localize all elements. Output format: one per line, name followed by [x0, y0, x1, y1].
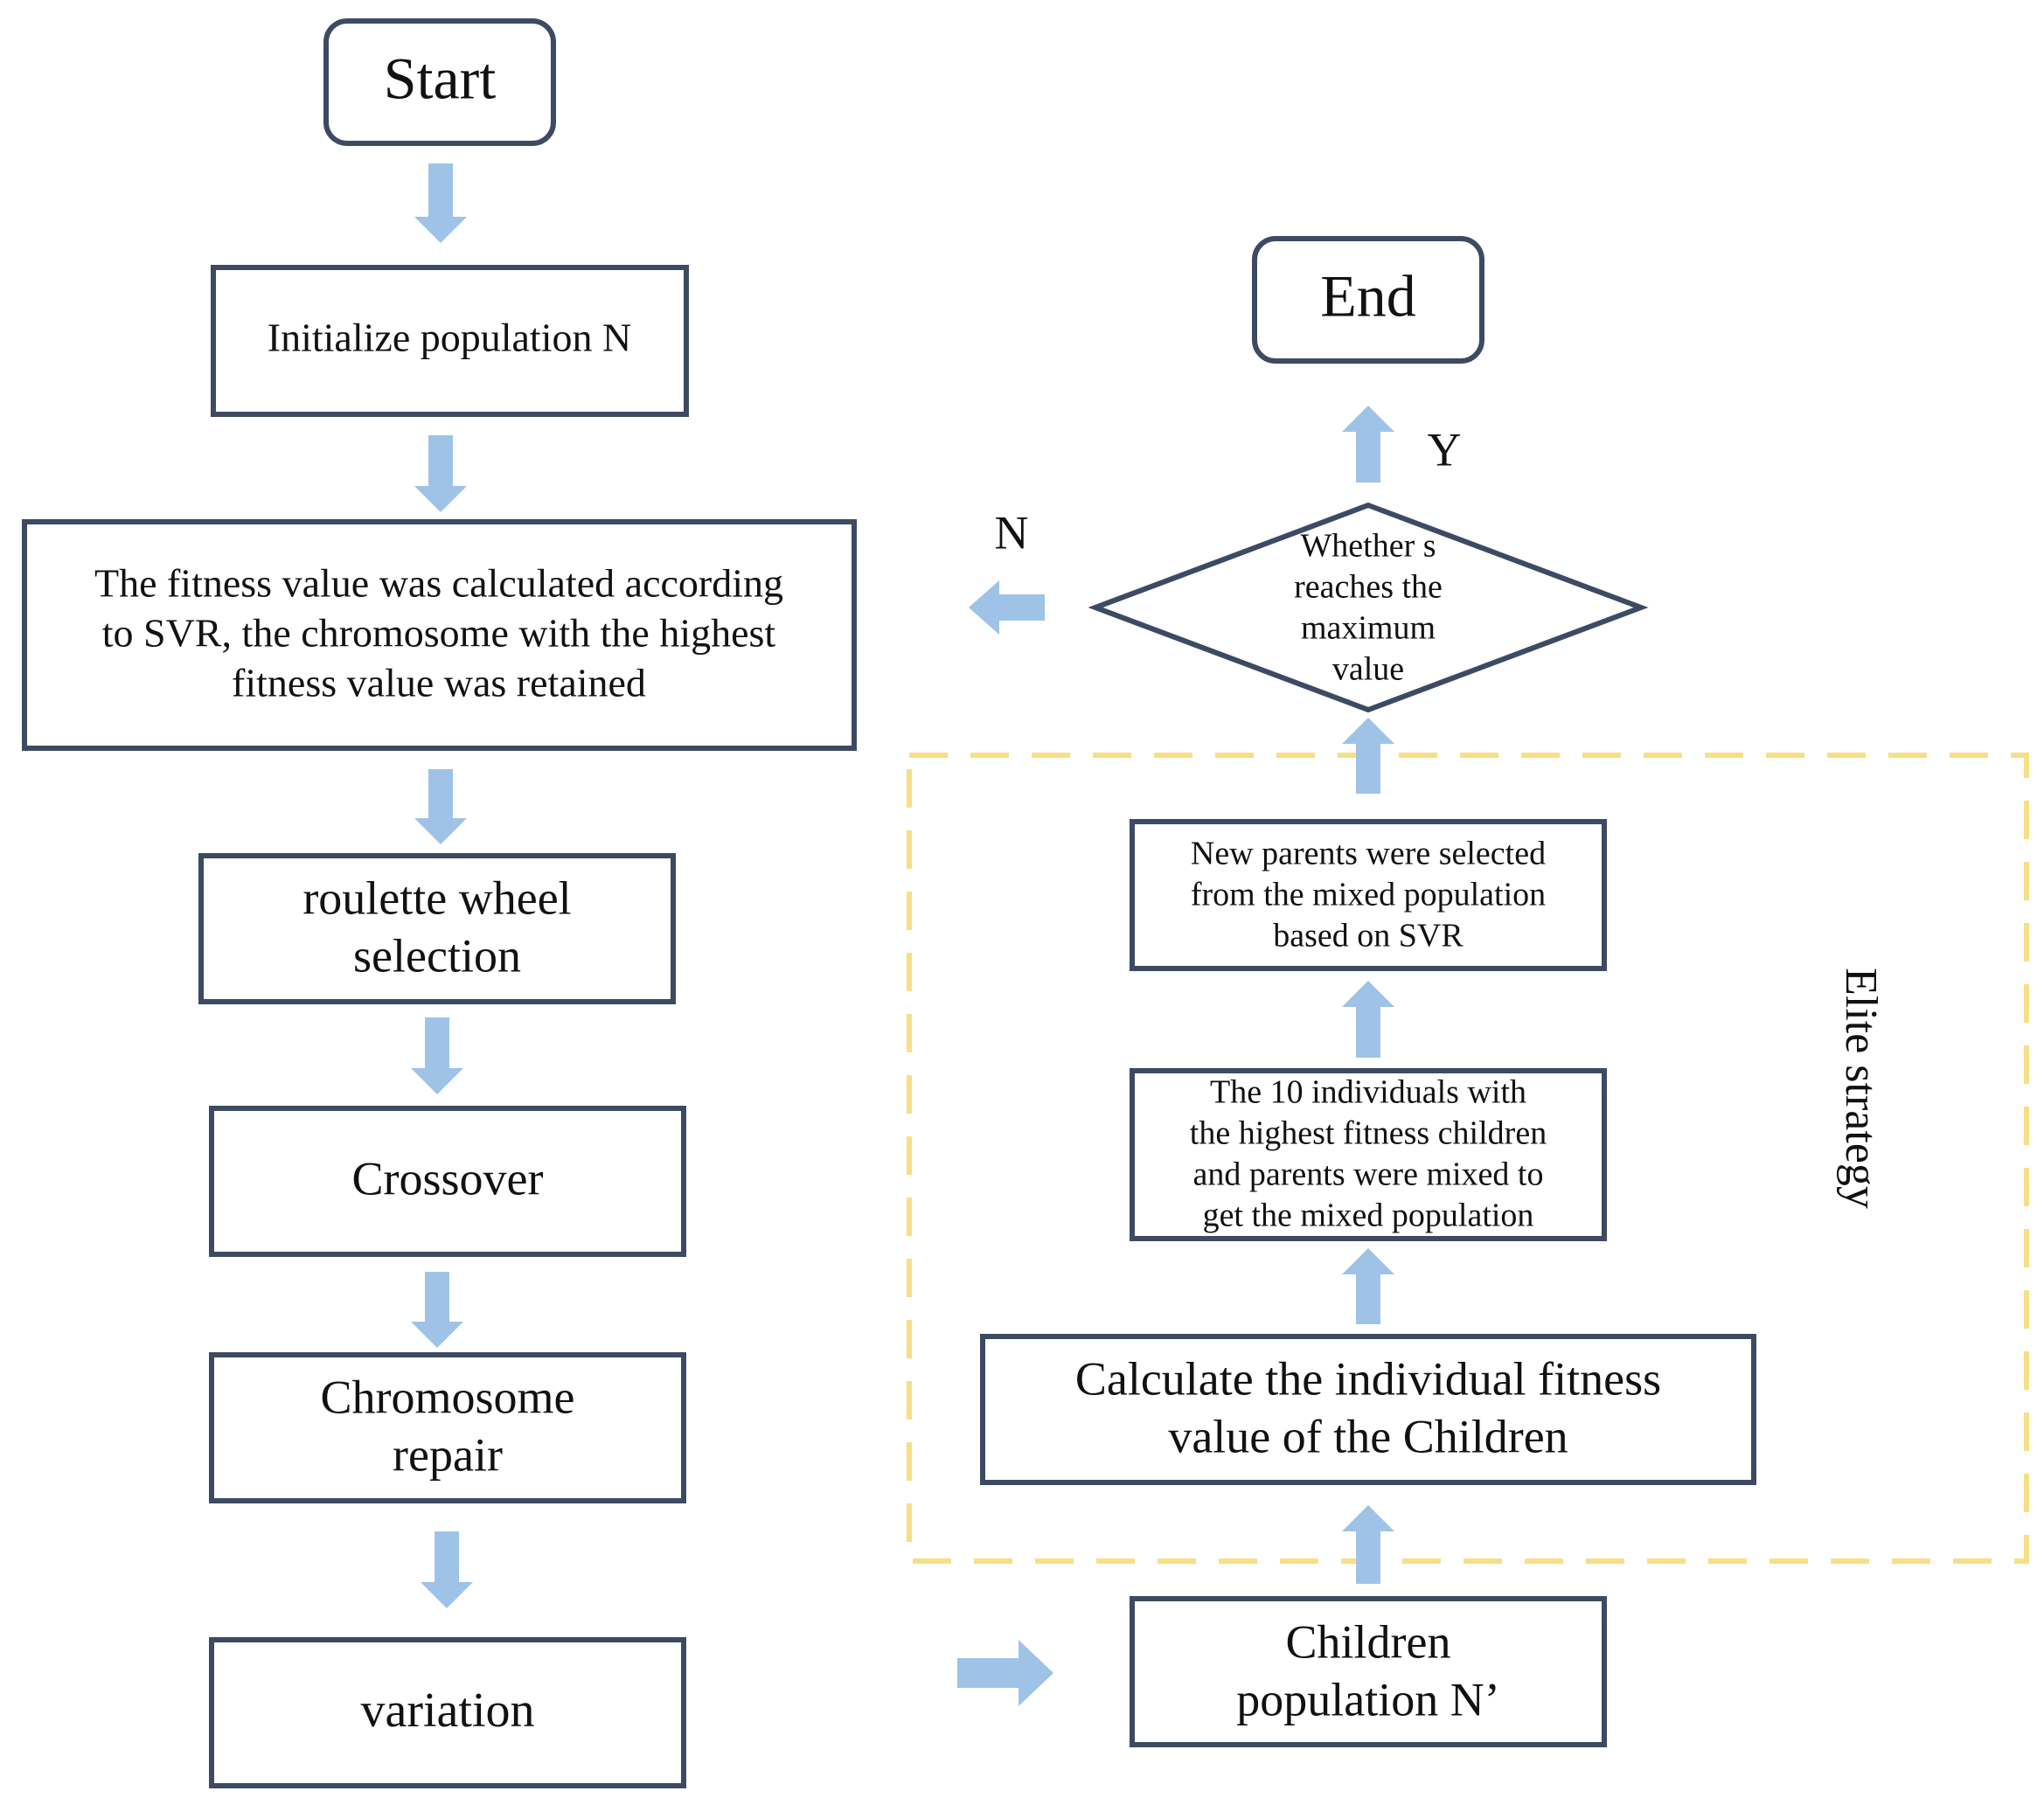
init-population-label: Initialize population N [268, 316, 631, 360]
init-population-box [211, 265, 689, 417]
arrow-repair-to-variation [421, 1531, 473, 1608]
children-population-line-2: population N’ [1236, 1673, 1499, 1725]
chromosome-repair-line-2: repair [393, 1428, 503, 1481]
crossover-box [209, 1106, 686, 1257]
children-population-line-1: Children [1286, 1615, 1451, 1668]
arrow-decision-no [969, 580, 1045, 635]
start-label: Start [384, 45, 497, 112]
decision-line-1: Whether s [1300, 528, 1436, 565]
new-parents-line-3: based on SVR [1273, 918, 1463, 955]
calc-fitness-line-1: Calculate the individual fitness [1075, 1352, 1661, 1405]
decision-diamond [1088, 502, 1649, 713]
end-terminal [1252, 236, 1484, 364]
elite-strategy-label: Elite strategy [1836, 968, 1886, 1209]
new-parents-line-2: from the mixed population [1191, 877, 1546, 913]
variation-label: variation [360, 1683, 534, 1738]
decision-line-2: reaches the [1294, 569, 1443, 606]
decision-line-3: maximum [1301, 610, 1436, 647]
decision-line-4: value [1332, 651, 1404, 688]
new-parents-line-1: New parents were selected [1191, 836, 1546, 872]
arrow-decision-to-end [1342, 406, 1394, 482]
fitness-svr-line-3: fitness value was retained [232, 661, 646, 705]
end-label: End [1320, 263, 1416, 330]
fitness-svr-line-2: to SVR, the chromosome with the highest [102, 611, 776, 656]
arrow-fitness-to-roulette [414, 769, 467, 844]
arrow-crossover-to-repair [411, 1272, 463, 1348]
roulette-line-2: selection [353, 929, 521, 982]
arrow-mix-to-parents [1342, 981, 1394, 1058]
roulette-line-1: roulette wheel [302, 871, 571, 924]
variation-box [209, 1637, 686, 1788]
fitness-svr-box [22, 519, 857, 751]
mix-population-line-1: The 10 individuals with [1210, 1074, 1526, 1111]
fitness-svr-line-1: The fitness value was calculated accordi… [94, 561, 783, 606]
mix-population-line-4: get the mixed population [1203, 1198, 1534, 1234]
calc-fitness-children-box [980, 1334, 1756, 1485]
yes-label: Y [1428, 423, 1462, 476]
arrow-init-to-fitness [414, 435, 467, 512]
chromosome-repair-box [209, 1352, 686, 1503]
roulette-box [198, 853, 676, 1004]
mix-population-line-2: the highest fitness children [1190, 1115, 1547, 1152]
mix-population-line-3: and parents were mixed to [1193, 1156, 1544, 1193]
arrow-variation-to-children [957, 1640, 1053, 1706]
start-terminal [323, 18, 556, 146]
arrow-parents-to-decision [1342, 718, 1394, 794]
arrow-roulette-to-crossover [411, 1017, 463, 1094]
arrow-children-to-calc [1342, 1505, 1394, 1584]
elite-strategy-group [907, 753, 2029, 1564]
arrow-calc-to-mix [1342, 1248, 1394, 1324]
arrow-start-to-init [414, 163, 467, 243]
new-parents-box [1130, 819, 1607, 971]
calc-fitness-line-2: value of the Children [1168, 1410, 1568, 1462]
children-population-box [1130, 1596, 1607, 1747]
crossover-label: Crossover [352, 1152, 544, 1204]
mix-population-box [1130, 1068, 1607, 1241]
no-label: N [995, 506, 1029, 559]
chromosome-repair-line-1: Chromosome [321, 1371, 575, 1423]
